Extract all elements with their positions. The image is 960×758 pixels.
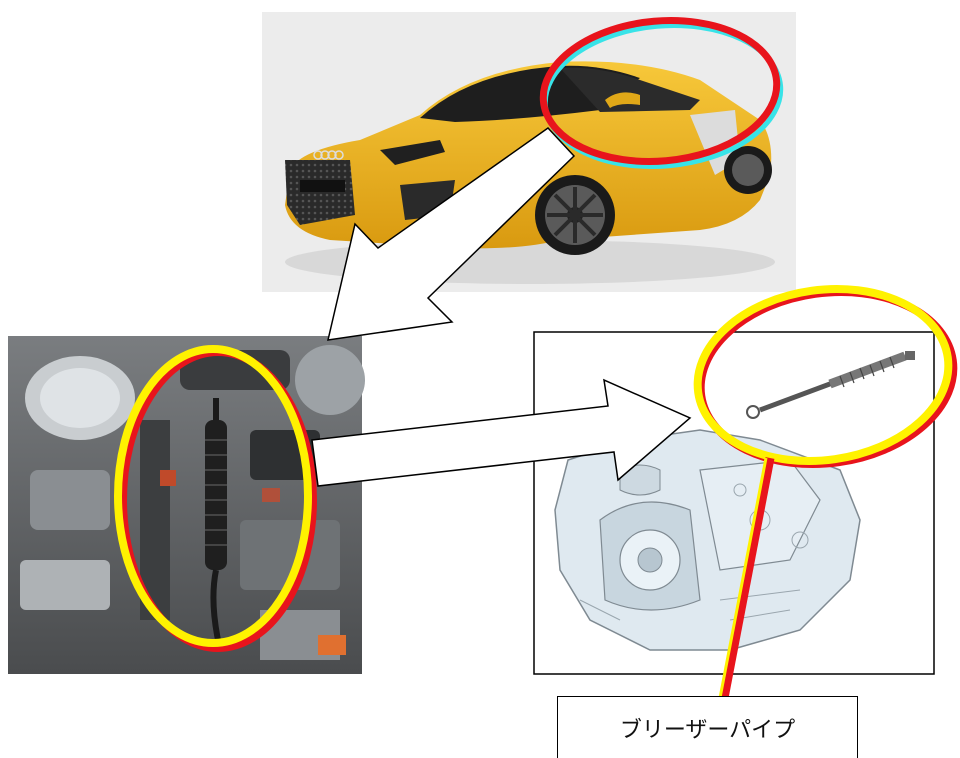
engine-highlight-yellow	[114, 345, 312, 647]
arrow-car-to-engine	[327, 127, 576, 341]
leader-line-red	[719, 457, 775, 699]
breather-pipe-label-text: ブリーザーパイプ	[619, 717, 796, 743]
breather-pipe-label: ブリーザーパイプ	[557, 696, 858, 758]
arrow-engine-to-transmission	[311, 378, 692, 487]
engine-photo	[8, 336, 365, 674]
leader-line-yellow	[718, 457, 768, 699]
car-highlight-red	[539, 17, 781, 165]
pipe-highlight-yellow	[693, 285, 953, 465]
